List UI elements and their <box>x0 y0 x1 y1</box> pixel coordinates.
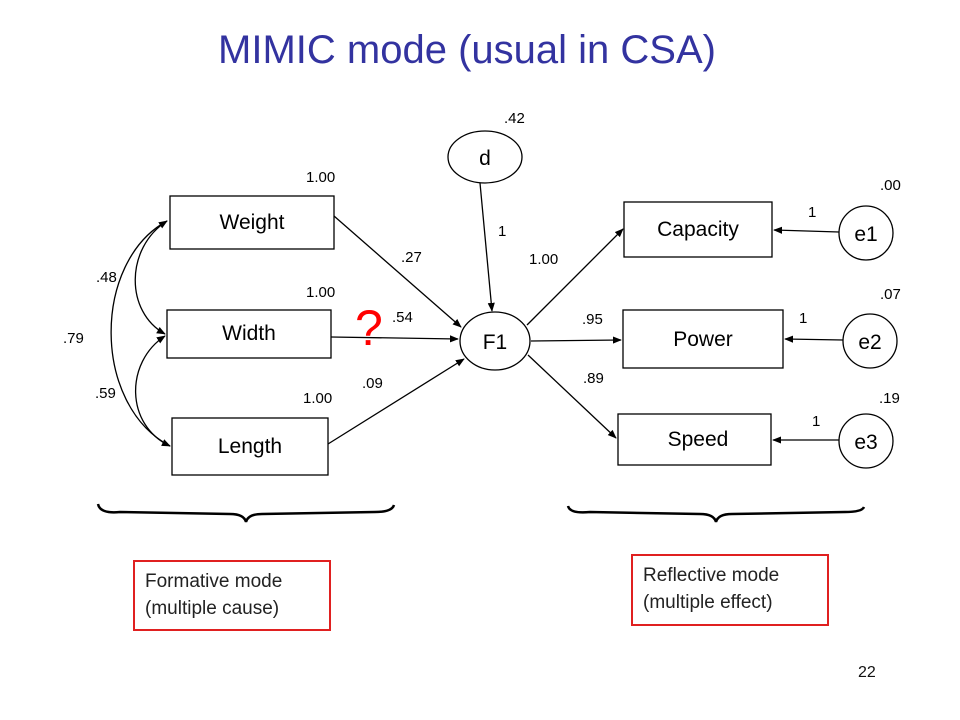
d-label: d <box>479 147 491 170</box>
width-box <box>166 309 332 359</box>
question-mark: ? <box>355 300 383 356</box>
reflective-brace <box>566 505 866 523</box>
arrow-f1-capacity <box>526 228 624 326</box>
reflective-mode-line1: Reflective mode <box>643 565 780 586</box>
coef-d-variance: .42 <box>504 110 525 127</box>
length-label: Length <box>218 435 282 458</box>
e3-label: e3 <box>854 431 877 454</box>
power-label: Power <box>673 328 733 351</box>
arrow-d-f1 <box>479 182 495 312</box>
coef-length-variance: 1.00 <box>303 390 332 407</box>
coef-e3-variance: .19 <box>879 390 900 407</box>
covariance-weight-width <box>134 220 168 335</box>
coef-width-variance: 1.00 <box>306 284 335 301</box>
arrow-e2-power <box>784 335 844 343</box>
capacity-label: Capacity <box>657 218 739 241</box>
covariance-weight-length <box>110 220 171 447</box>
f1-label: F1 <box>483 331 508 354</box>
arrow-weight-f1 <box>333 215 462 328</box>
speed-box <box>617 413 772 466</box>
weight-box <box>169 195 335 250</box>
formative-brace <box>96 503 396 523</box>
coef-weight-f1: .27 <box>401 249 422 266</box>
reflective-mode-line2: (multiple effect) <box>643 592 773 613</box>
arrow-length-f1 <box>327 358 465 445</box>
arrow-f1-speed <box>527 354 617 439</box>
capacity-box <box>623 201 773 258</box>
e3-circle <box>838 413 894 469</box>
coef-e1-variance: .00 <box>880 177 901 194</box>
reflective-mode-box: Reflective mode (multiple effect) <box>631 554 829 626</box>
speed-label: Speed <box>668 428 729 451</box>
d-ellipse <box>447 130 523 184</box>
coef-e1-capacity: 1 <box>808 204 816 221</box>
coef-e3-speed: 1 <box>812 413 820 430</box>
coef-f1-power: .95 <box>582 311 603 328</box>
covariance-width-length <box>135 335 171 447</box>
weight-label: Weight <box>220 211 285 234</box>
f1-ellipse <box>459 311 531 371</box>
coef-length-f1: .09 <box>362 375 383 392</box>
coef-weight-variance: 1.00 <box>306 169 335 186</box>
arrow-f1-power <box>530 336 622 344</box>
coef-d-f1: 1 <box>498 223 506 240</box>
e2-circle <box>842 313 898 369</box>
coef-e2-variance: .07 <box>880 286 901 303</box>
coef-f1-speed: .89 <box>583 370 604 387</box>
arrow-width-f1 <box>330 335 459 343</box>
coef-cov-width-length: .59 <box>95 385 116 402</box>
coef-e2-power: 1 <box>799 310 807 327</box>
width-label: Width <box>222 322 276 345</box>
formative-mode-line1: Formative mode <box>145 571 283 592</box>
coef-width-f1: .54 <box>392 309 413 326</box>
coef-cov-weight-width: .48 <box>96 269 117 286</box>
coef-f1-capacity: 1.00 <box>529 251 558 268</box>
formative-mode-line2: (multiple cause) <box>145 598 280 619</box>
slide-title: MIMIC mode (usual in CSA) <box>218 28 716 72</box>
page-number: 22 <box>858 664 876 681</box>
power-box <box>622 309 784 369</box>
length-box <box>171 417 329 476</box>
coef-cov-weight-length: .79 <box>63 330 84 347</box>
e1-circle <box>838 205 894 261</box>
e2-label: e2 <box>858 331 881 354</box>
e1-label: e1 <box>854 223 877 246</box>
formative-mode-box: Formative mode (multiple cause) <box>133 560 331 631</box>
arrow-e1-capacity <box>773 226 840 234</box>
